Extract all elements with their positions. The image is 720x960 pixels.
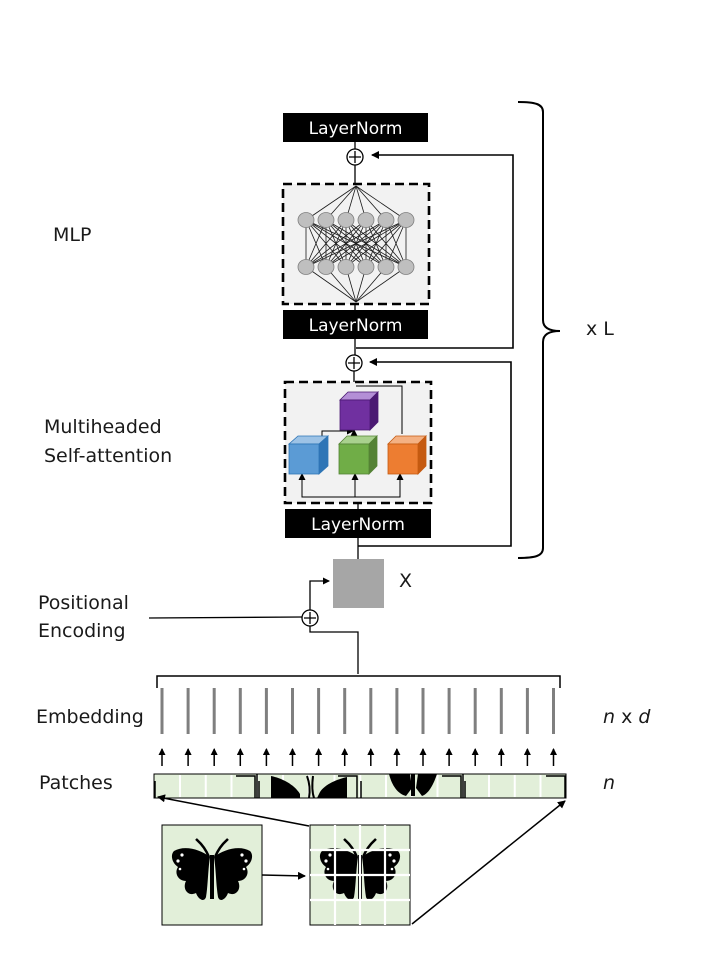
positional-encoding-line [148, 616, 303, 619]
embedding-vector-bar [447, 688, 451, 734]
repeat-count-label: x L [586, 318, 614, 340]
residual-connection-attention [358, 358, 512, 547]
repeat-brace [517, 101, 561, 559]
n-symbol: n [603, 706, 616, 728]
embedding-vector-bar [291, 688, 294, 734]
value-projection-cube-blue [287, 435, 330, 475]
embedding-label: Embedding [36, 706, 144, 728]
patched-image [309, 824, 411, 926]
token-matrix-x [333, 559, 384, 608]
positional-encoding-label-line2: Encoding [38, 620, 126, 642]
input-image [161, 824, 263, 926]
embedding-vector-bar [317, 688, 321, 734]
layernorm-bottom: LayerNorm [285, 509, 431, 538]
layernorm-mid: LayerNorm [283, 310, 428, 339]
mlp-neuron [397, 259, 415, 275]
embedding-arrows [158, 748, 557, 766]
flatten-arrow-left [157, 794, 310, 827]
attention-output-cube-purple [339, 391, 379, 431]
key-projection-cube-green [338, 435, 378, 475]
positional-encoding-label-line1: Positional [38, 592, 129, 614]
patch-sequence [153, 773, 567, 799]
svg-text:LayerNorm: LayerNorm [309, 119, 403, 139]
embedding-vector-bar [212, 688, 216, 734]
embedding-vector-bar [238, 688, 242, 734]
query-projection-cube-orange [387, 435, 427, 475]
embedding-vector-bar [552, 688, 555, 734]
token-x-label: X [399, 570, 413, 592]
mlp-neuron [337, 259, 355, 275]
embedding-vector-bar [421, 688, 425, 734]
embedding-vectors [160, 688, 555, 734]
mlp-neuron [357, 259, 375, 275]
embedding-bracket [156, 675, 561, 688]
attention-block [283, 380, 433, 505]
patch-count-label: n [603, 772, 616, 794]
mlp-neuron [337, 212, 355, 228]
embedding-vector-bar [264, 688, 268, 734]
mhsa-label-line2: Self-attention [44, 445, 173, 467]
mhsa-label-line1: Multiheaded [44, 416, 162, 438]
embedding-vector-bar [473, 688, 477, 734]
mlp-neuron [317, 212, 335, 228]
mlp-block [281, 182, 431, 306]
flatten-arrow-right [411, 800, 566, 925]
embedding-vector-bar [499, 688, 503, 734]
mlp-neuron [397, 212, 415, 228]
add-node-positional [301, 609, 319, 627]
embedding-vector-bar [525, 688, 529, 734]
svg-text:LayerNorm: LayerNorm [311, 515, 405, 535]
embedding-vector-bar [369, 688, 373, 734]
mlp-neuron [297, 259, 315, 275]
embedding-vector-bar [186, 688, 190, 734]
mlp-neuron [357, 212, 375, 228]
svg-text:LayerNorm: LayerNorm [309, 316, 403, 336]
d-symbol: d [638, 706, 651, 728]
layernorm-top: LayerNorm [283, 113, 428, 142]
mlp-neuron [377, 259, 395, 275]
add-node-mid [345, 354, 363, 372]
times-symbol: x [615, 706, 639, 728]
residual-connection-mlp [356, 151, 514, 349]
embedding-dim-label: n x d [603, 703, 650, 732]
mlp-neuron [317, 259, 335, 275]
mlp-neuron [297, 212, 315, 228]
embedding-vector-bar [160, 688, 164, 734]
mlp-neuron [377, 212, 395, 228]
patches-label: Patches [39, 772, 113, 794]
embedding-vector-bar [343, 688, 347, 734]
mlp-label: MLP [53, 224, 92, 246]
add-node-top [346, 148, 364, 166]
embedding-vector-bar [395, 688, 399, 734]
